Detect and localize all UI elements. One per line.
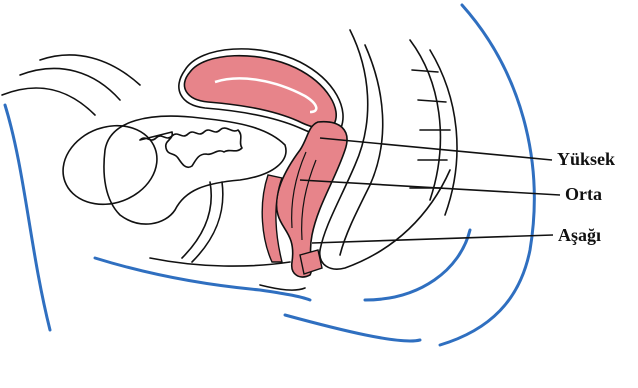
leader-line-low: [312, 235, 553, 243]
label-mid: Orta: [565, 184, 602, 205]
leader-line-mid: [300, 180, 560, 195]
urethra: [182, 182, 211, 258]
back-contour: [440, 5, 534, 345]
label-high: Yüksek: [557, 149, 615, 170]
label-low: Aşağı: [558, 225, 601, 246]
uterus: [184, 56, 336, 129]
leader-line-high: [320, 138, 552, 160]
abdomen-front-contour: [5, 105, 50, 330]
buttock-contour: [285, 315, 420, 341]
vaginal-canal: [262, 122, 347, 277]
